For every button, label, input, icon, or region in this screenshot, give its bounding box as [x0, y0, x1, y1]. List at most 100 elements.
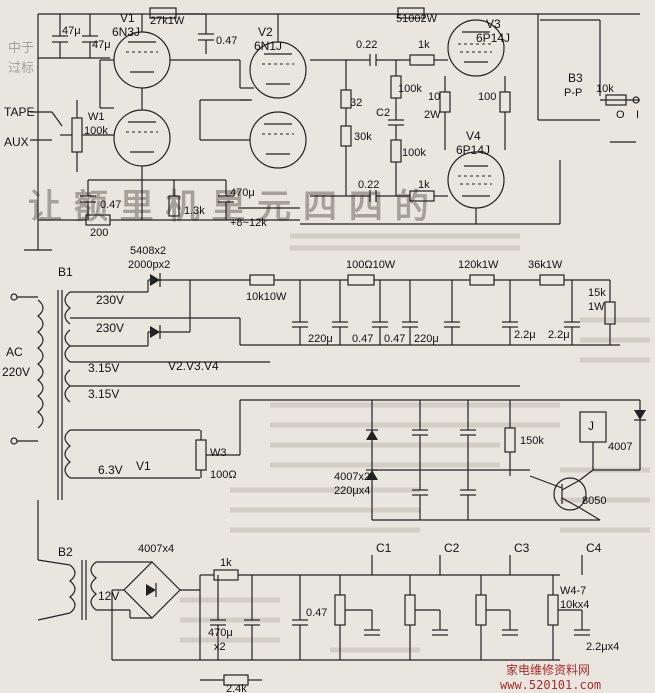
aux-label: AUX [4, 135, 29, 149]
v4-label: V4 [466, 129, 481, 143]
v63-label: 6.3V [98, 463, 123, 477]
b3-out-label: 10k [596, 83, 614, 95]
r200-label: 200 [90, 227, 108, 239]
c2-mid-label: C2 [376, 107, 390, 119]
d4007x4-label: 4007x4 [138, 543, 174, 555]
r27k-label: 27k1W [150, 15, 185, 27]
r150k-label: 150k [520, 435, 544, 447]
v3-label: V3 [486, 17, 501, 31]
x2-label: x2 [214, 641, 226, 653]
c220ux4-label: 220μx4 [334, 485, 370, 497]
v4-type-label: 6P14J [456, 143, 490, 157]
ground-symbols [24, 99, 636, 251]
b1-label: B1 [58, 265, 73, 279]
w4-value-label: 10kx4 [560, 599, 589, 611]
r30k-label: 30k [354, 131, 372, 143]
v2-label: V2 [258, 25, 273, 39]
c1-label: C1 [376, 541, 392, 555]
c2000-label: 2000px2 [128, 259, 170, 271]
c047-low-label: 0.47 [306, 607, 327, 619]
w3-value-label: 100Ω [210, 469, 237, 481]
r10-label: 10 [428, 91, 440, 103]
d4007x2-label: 4007x2 [334, 471, 370, 483]
amplifier-wiring [30, 7, 640, 240]
c220u-b-label: 220μ [414, 333, 439, 345]
c22u-a-label: 2.2μ [514, 329, 536, 341]
c47u-b-label: 47μ [92, 39, 111, 51]
b3-i-label: I [636, 109, 639, 121]
v3-type-label: 6P14J [476, 31, 510, 45]
r10k10w-label: 10k10W [246, 291, 287, 303]
w4-label: W4-7 [560, 585, 586, 597]
d4007-label: 4007 [608, 441, 632, 453]
r1k-bot-label: 1k [418, 179, 430, 191]
ac-label: AC [6, 345, 23, 359]
filament-v234-label: V2.V3.V4 [168, 359, 219, 373]
background-fragment-1: 中于 [8, 41, 34, 56]
v230-b-label: 230V [96, 321, 124, 335]
tube-v3 [447, 19, 505, 77]
v12-label: 12V [98, 589, 119, 603]
power-supply-wiring [10, 274, 641, 686]
r15k-label: 15k [588, 287, 606, 299]
r1k-top-label: 1k [418, 39, 430, 51]
tube-v1-upper [113, 31, 171, 89]
watermark-site-name: 家电维修资料网 [506, 662, 590, 677]
r32-label: 32 [350, 97, 362, 109]
w1-value-label: 100k [84, 125, 108, 137]
r24k-label: 2.4k [226, 683, 247, 693]
tube-v1-lower [113, 109, 171, 167]
r510-label: 51002W [396, 13, 438, 25]
b3-o-label: O [616, 109, 625, 121]
r13k-label: 1.3k [184, 205, 205, 217]
v315-a-label: 3.15V [88, 361, 119, 375]
c470ux2-label: 470μ [208, 627, 233, 639]
c2-label: C2 [444, 541, 460, 555]
r100-label: 100 [478, 91, 496, 103]
d5408-label: 5408x2 [130, 245, 166, 257]
ac-voltage-label: 220V [2, 365, 30, 379]
site-watermark: 家电维修资料网 www.520101.com [500, 662, 601, 692]
relay-label: J [588, 419, 594, 433]
component-labels: TAPE AUX AC 220V V1 6N3J V2 6N1J V3 6P14… [2, 11, 639, 693]
c047-a-label: 0.47 [352, 333, 373, 345]
c470u-label: 470μ [230, 187, 255, 199]
c022-top-label: 0.22 [356, 39, 377, 51]
watermark-url: www.520101.com [500, 678, 601, 692]
tube-v2-lower [249, 111, 307, 169]
background-fragment-2: 过标 [8, 61, 34, 76]
r1w-label: 1W [588, 301, 605, 313]
v1-label: V1 [120, 11, 135, 25]
r100k-b-label: 100k [402, 147, 426, 159]
v230-a-label: 230V [96, 293, 124, 307]
r2w-label: 2W [424, 109, 441, 121]
c220u-a-label: 220μ [308, 333, 333, 345]
c047-top-label: 0.47 [216, 35, 237, 47]
v315-b-label: 3.15V [88, 387, 119, 401]
r120k-label: 120k1W [458, 259, 499, 271]
v812-label: +8~12k [230, 217, 267, 229]
v2-type-label: 6N1J [254, 39, 282, 53]
v1-type-label: 6N3J [112, 25, 140, 39]
r36k-label: 36k1W [528, 259, 563, 271]
v1-low-label: V1 [136, 459, 151, 473]
r1k-low-label: 1k [220, 557, 232, 569]
b3-pp-label: P-P [564, 87, 582, 99]
c047-mid-label: 0.47 [100, 199, 121, 211]
r100q-label: 100Ω10W [346, 259, 396, 271]
tape-label: TAPE [4, 105, 34, 119]
tube-v4 [447, 151, 505, 209]
b3-label: B3 [568, 71, 583, 85]
c3-label: C3 [514, 541, 530, 555]
c022-bot-label: 0.22 [358, 179, 379, 191]
diode-symbols [146, 273, 646, 597]
t8050-label: 8050 [582, 495, 606, 507]
c22ux4-label: 2.2μx4 [586, 641, 619, 653]
c47u-a-label: 47μ [62, 25, 81, 37]
w3-label: W3 [210, 447, 227, 459]
b2-label: B2 [58, 545, 73, 559]
r100k-a-label: 100k [398, 83, 422, 95]
c4-label: C4 [586, 541, 602, 555]
